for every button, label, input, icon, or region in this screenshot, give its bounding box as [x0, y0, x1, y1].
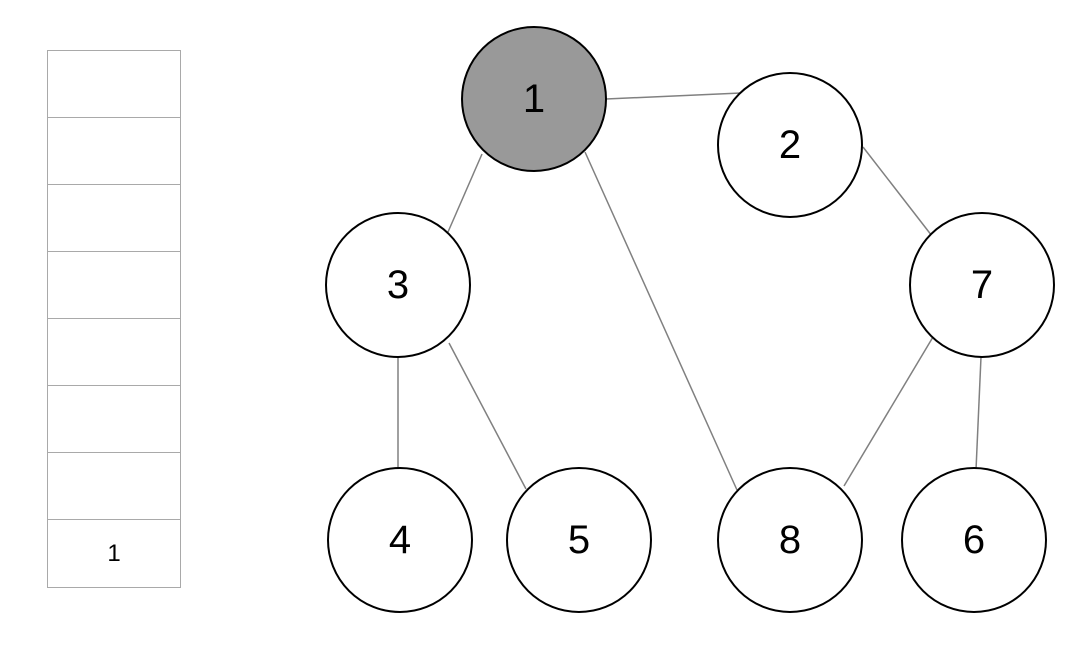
graph-edge-3-5 — [448, 342, 527, 490]
node-circle — [717, 72, 863, 218]
stack-cell — [48, 319, 180, 386]
node-circle — [327, 467, 473, 613]
node-circle — [717, 467, 863, 613]
graph-node-7[interactable]: 7 — [909, 212, 1055, 358]
node-circle — [506, 467, 652, 613]
graph-node-1[interactable]: 1 — [461, 26, 607, 172]
stack-cell — [48, 51, 180, 118]
stack-cell — [48, 252, 180, 319]
graph-edge-1-8 — [584, 151, 738, 491]
stack-cell — [48, 386, 180, 453]
graph-node-6[interactable]: 6 — [901, 467, 1047, 613]
node-circle-visited — [461, 26, 607, 172]
graph-node-8[interactable]: 8 — [717, 467, 863, 613]
graph-edge-1-3 — [447, 153, 483, 233]
graph-node-4[interactable]: 4 — [327, 467, 473, 613]
stack-cell — [48, 453, 180, 520]
graph-node-2[interactable]: 2 — [717, 72, 863, 218]
stack-cell — [48, 118, 180, 185]
graph-edge-1-2 — [605, 92, 742, 100]
stack-cell: 1 — [48, 520, 180, 587]
graph-node-5[interactable]: 5 — [506, 467, 652, 613]
node-circle — [901, 467, 1047, 613]
graph-edge-7-8 — [843, 336, 934, 487]
stack-cell — [48, 185, 180, 252]
node-circle — [325, 212, 471, 358]
graph-edge-2-7 — [862, 146, 933, 237]
graph-edge-7-6 — [975, 356, 982, 471]
graph-node-3[interactable]: 3 — [325, 212, 471, 358]
node-circle — [909, 212, 1055, 358]
stack-panel: 1 — [47, 50, 181, 588]
